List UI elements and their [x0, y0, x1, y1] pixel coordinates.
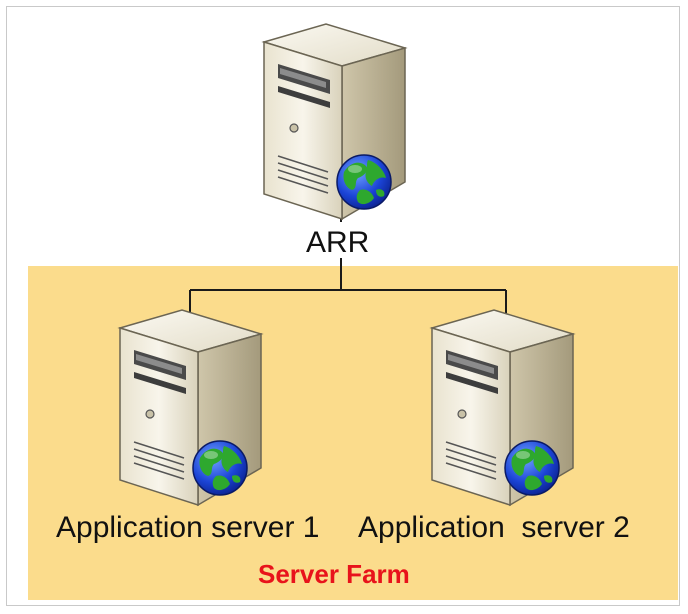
- application-server-2-label: Application server 2: [358, 511, 630, 544]
- application-server-1-label: Application server 1: [56, 511, 320, 544]
- arr-server-icon: [263, 23, 406, 220]
- application-server-2-icon: [431, 309, 574, 506]
- server-farm-label: Server Farm: [258, 559, 410, 589]
- arr-label: ARR: [306, 226, 370, 259]
- connector-lines: [189, 202, 507, 316]
- application-server-1-icon: [119, 309, 262, 506]
